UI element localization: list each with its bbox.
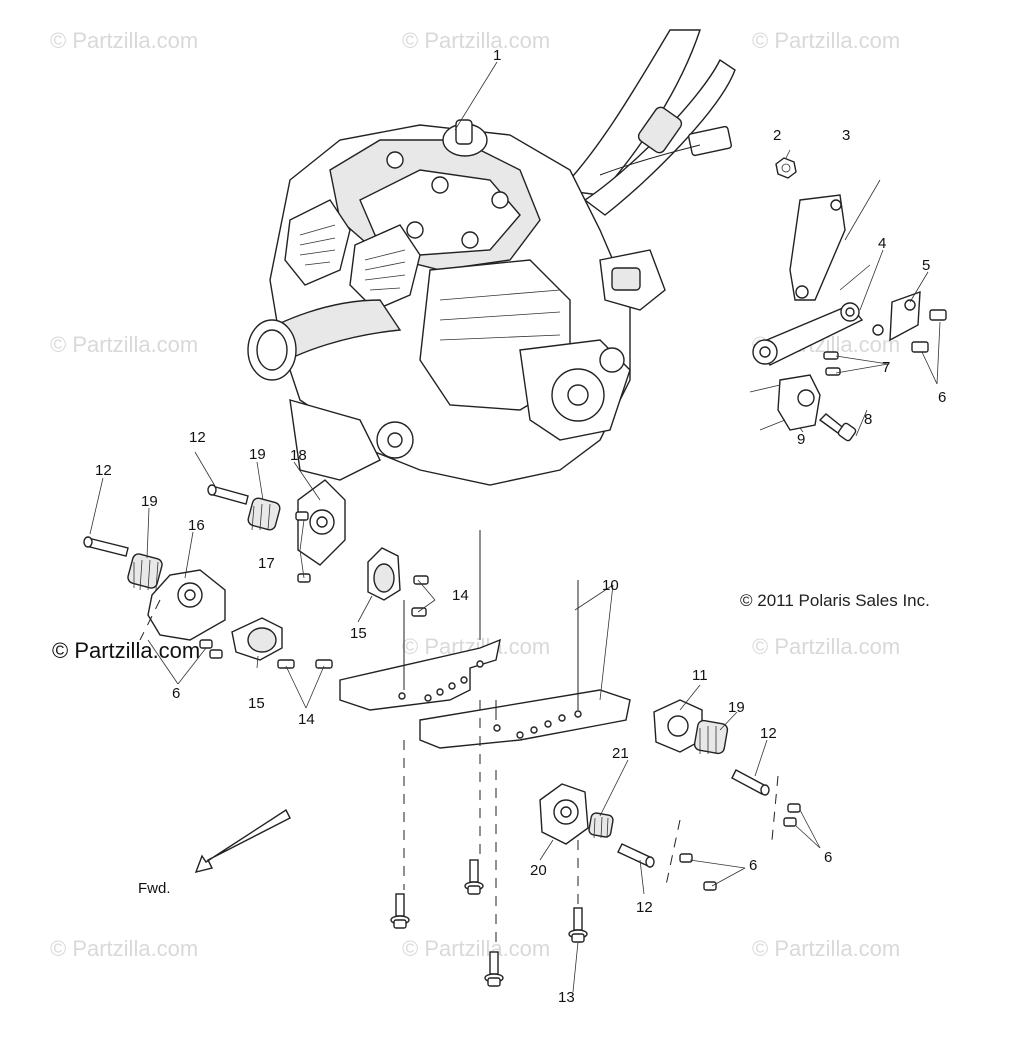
part-21-bushing <box>588 812 614 839</box>
callout-7: 7 <box>882 359 890 376</box>
part-14-bolts <box>277 575 429 669</box>
watermark: © Partzilla.com <box>50 936 198 961</box>
callout-12: 12 <box>189 429 206 446</box>
callout-6: 6 <box>172 685 180 702</box>
callout-numbers: 1 2 3 4 5 6 7 8 9 12 19 18 12 19 16 17 1… <box>95 47 946 1006</box>
callout-11: 11 <box>692 667 708 684</box>
callout-2: 2 <box>773 127 781 144</box>
callout-12: 12 <box>636 899 653 916</box>
watermark: © Partzilla.com <box>752 634 900 659</box>
callout-5: 5 <box>922 257 930 274</box>
part-12-pin-lower <box>617 843 655 868</box>
callout-15: 15 <box>350 625 367 642</box>
copyright-notice: © 2011 Polaris Sales Inc. <box>740 591 930 610</box>
callout-8: 8 <box>864 411 872 428</box>
callout-14: 14 <box>298 711 315 728</box>
part-9-block <box>777 374 821 431</box>
partzilla-watermark-dark: © Partzilla.com <box>52 638 200 663</box>
forward-label: Fwd. <box>138 880 171 897</box>
part-6-bolts-top <box>911 309 947 353</box>
callout-12: 12 <box>95 462 112 479</box>
part-13-bolts <box>390 859 588 987</box>
callout-12: 12 <box>760 725 777 742</box>
callout-14: 14 <box>452 587 469 604</box>
callout-4: 4 <box>878 235 886 252</box>
callout-21: 21 <box>612 745 629 762</box>
part-6-bolts-left <box>199 639 223 659</box>
part-12-pin-right <box>731 769 770 796</box>
part-6-bolts-right <box>783 803 801 827</box>
callout-6: 6 <box>824 849 832 866</box>
part-2-nut <box>775 157 797 179</box>
part-6-bolts-lower <box>679 853 717 891</box>
part-18-bracket <box>297 479 346 566</box>
part-3-bracket <box>789 194 846 301</box>
part-15-mount-left <box>231 617 283 661</box>
callout-18: 18 <box>290 447 307 464</box>
part-4-link <box>752 302 864 366</box>
part-16-mount <box>147 569 226 641</box>
callout-3: 3 <box>842 127 850 144</box>
assembly-lines <box>139 530 779 950</box>
callout-19: 19 <box>249 446 266 463</box>
part-15-mount-top <box>367 547 401 601</box>
watermark: © Partzilla.com <box>50 28 198 53</box>
part-20-mount <box>539 783 589 845</box>
watermark: © Partzilla.com <box>752 28 900 53</box>
callout-9: 9 <box>797 431 805 448</box>
engine-assembly <box>247 29 736 486</box>
part-5-plate <box>872 290 921 342</box>
part-11-mount <box>653 699 703 753</box>
callout-leaders <box>89 61 941 993</box>
part-10-rails <box>339 638 631 749</box>
watermark: © Partzilla.com <box>50 332 198 357</box>
part-8-bolt <box>818 413 857 442</box>
part-19-bushings-left <box>127 497 281 591</box>
forward-arrow-icon <box>194 808 291 874</box>
callout-19: 19 <box>728 699 745 716</box>
callout-19: 19 <box>141 493 158 510</box>
callout-15: 15 <box>248 695 265 712</box>
callout-6: 6 <box>749 857 757 874</box>
callout-6: 6 <box>938 389 946 406</box>
callout-13: 13 <box>558 989 575 1006</box>
part-19-bushing-right <box>693 719 729 755</box>
watermark: © Partzilla.com <box>402 28 550 53</box>
callout-10: 10 <box>602 577 619 594</box>
watermark: © Partzilla.com <box>752 936 900 961</box>
callout-20: 20 <box>530 862 547 879</box>
callout-16: 16 <box>188 517 205 534</box>
callout-17: 17 <box>258 555 275 572</box>
callout-1: 1 <box>493 47 501 64</box>
part-7-bolts <box>823 351 841 376</box>
leader-lines-right <box>749 149 881 431</box>
part-12-pins-left <box>83 484 249 557</box>
watermark: © Partzilla.com <box>402 936 550 961</box>
